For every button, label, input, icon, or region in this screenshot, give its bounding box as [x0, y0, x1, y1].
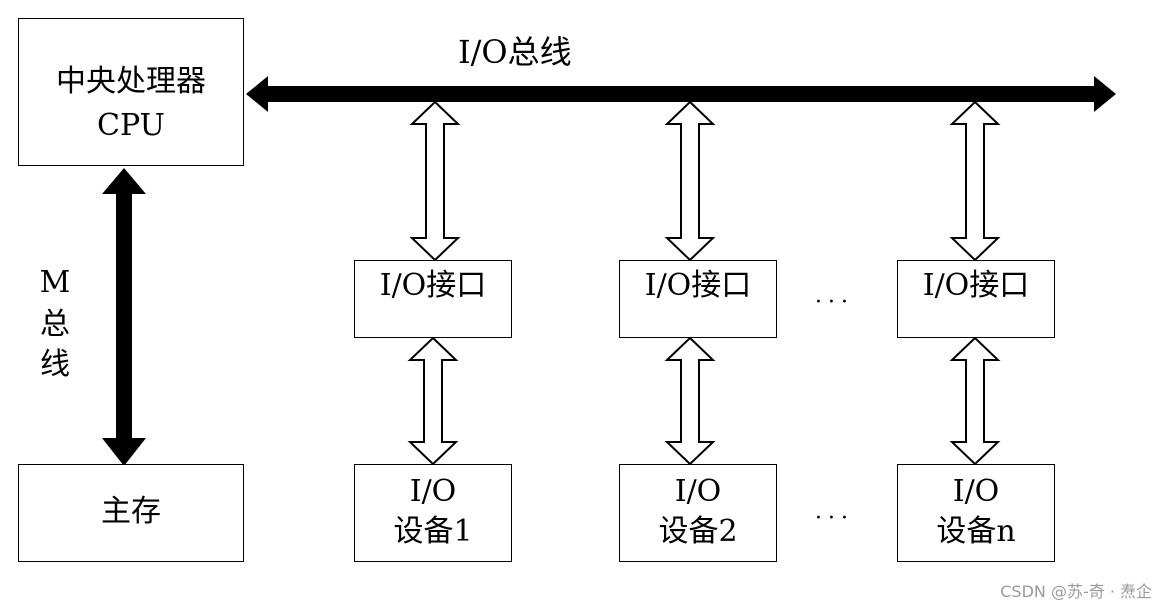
io-device-label-2-line1: I/O [674, 474, 722, 509]
m-bus-arrow [102, 168, 146, 466]
cpu-label-line2: CPU [97, 108, 165, 143]
interface-device-arrow-1 [407, 336, 459, 466]
main-memory-label: 主存 [101, 494, 161, 529]
io-interface-label-2: I/O接口 [644, 268, 752, 303]
cpu-label-line1: 中央处理器 [56, 64, 206, 99]
io-device-label-3-line1: I/O [952, 474, 1000, 509]
m-bus-label-line2: 总 [40, 307, 70, 342]
bus-interface-arrow-2 [664, 100, 716, 262]
io-interface-box-1: I/O接口 [354, 260, 512, 338]
io-device-box-2: I/O 设备2 [619, 464, 777, 562]
csdn-watermark: CSDN @苏-奇 · 焘企 [1000, 582, 1152, 601]
io-interface-box-3: I/O接口 [897, 260, 1055, 338]
io-device-box-1: I/O 设备1 [354, 464, 512, 562]
bus-interface-arrow-1 [409, 100, 461, 262]
io-bus-arrow [246, 76, 1116, 112]
io-device-label-1-line2: 设备1 [393, 514, 473, 549]
m-bus-label-line3: 线 [40, 347, 70, 382]
interface-device-arrow-2 [664, 336, 716, 466]
bus-interface-arrow-3 [949, 100, 1001, 262]
main-memory-box: 主存 [18, 464, 244, 562]
interface-ellipsis: ··· [815, 290, 854, 315]
m-bus-label-line1: M [39, 265, 71, 300]
io-interface-label-1: I/O接口 [379, 268, 487, 303]
io-interface-label-3: I/O接口 [922, 268, 1030, 303]
io-bus-label: I/O总线 [458, 33, 572, 71]
device-ellipsis: ··· [815, 506, 854, 531]
io-device-box-3: I/O 设备n [897, 464, 1055, 562]
io-device-label-2-line2: 设备2 [658, 514, 738, 549]
io-device-label-1-line1: I/O [409, 474, 457, 509]
io-interface-box-2: I/O接口 [619, 260, 777, 338]
interface-device-arrow-3 [949, 336, 1001, 466]
cpu-box: 中央处理器 CPU [18, 18, 244, 166]
io-device-label-3-line2: 设备n [936, 514, 1016, 549]
